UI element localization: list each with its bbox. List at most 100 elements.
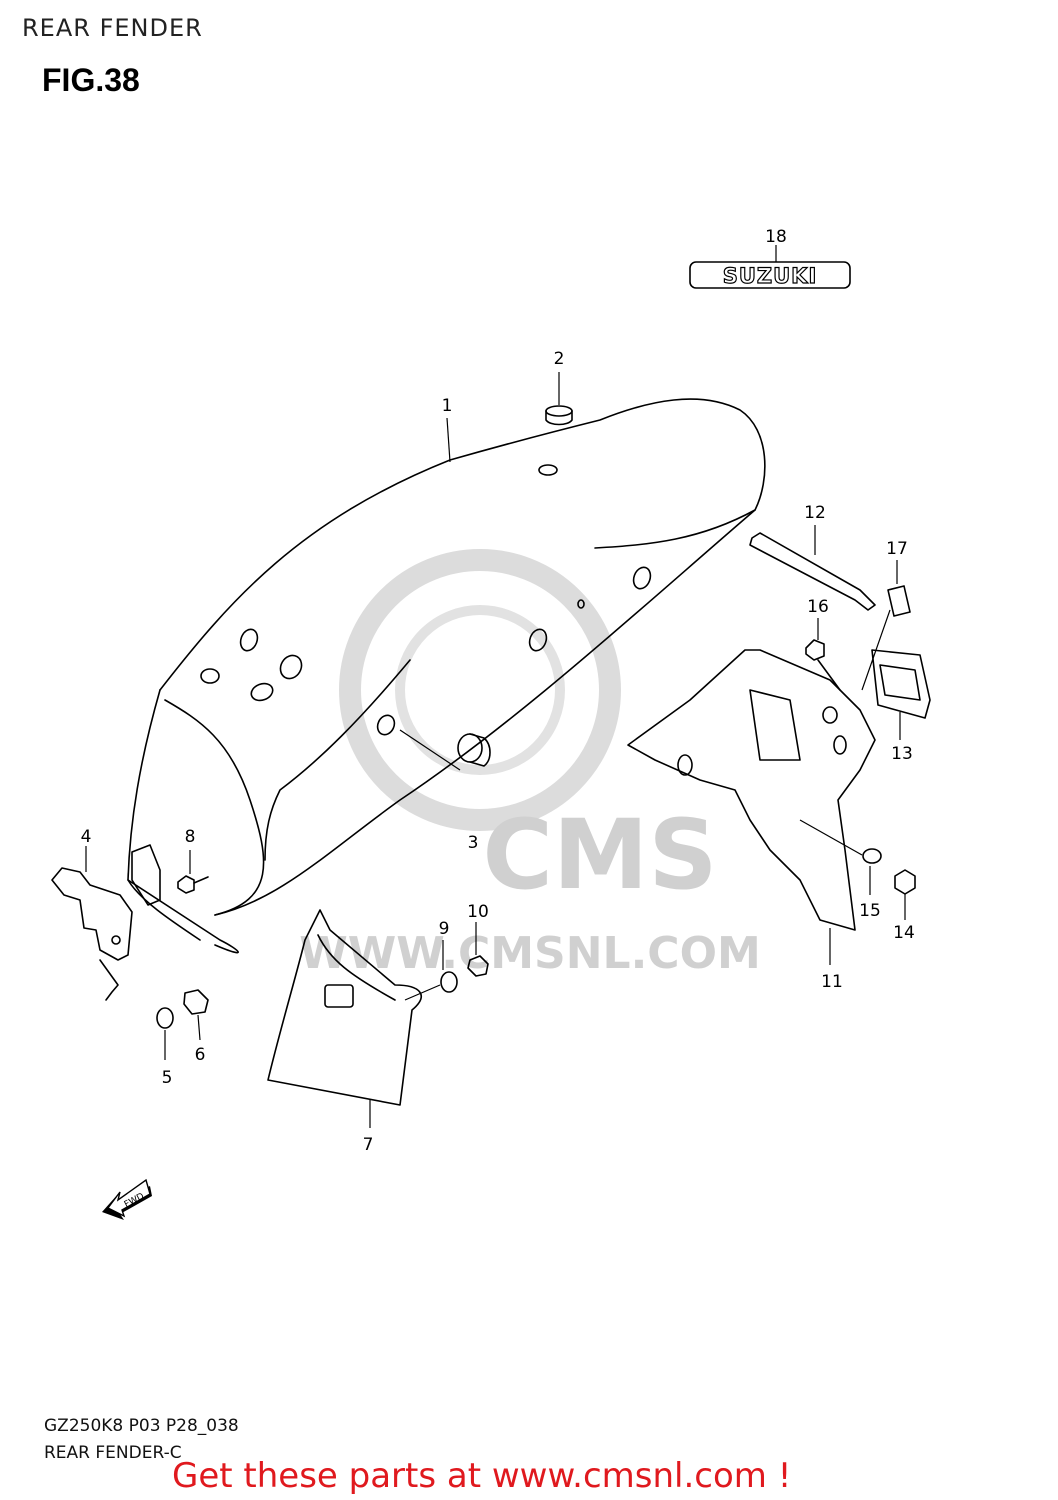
grommet-body [545, 410, 573, 426]
forward-arrow-icon: FWD [102, 1178, 152, 1220]
fender-crease [264, 659, 411, 861]
bolt-shank [193, 876, 209, 884]
cushion-body [469, 733, 491, 767]
nut-part-5 [156, 1007, 174, 1060]
bolt-part-16 [805, 618, 841, 691]
clip-outline [887, 585, 911, 617]
callout-numbers: 1 2 3 4 5 6 7 8 9 10 11 12 13 14 15 16 1… [81, 227, 915, 1155]
fender-hole [528, 628, 548, 652]
bracket-hole [677, 754, 693, 776]
leader-line [799, 819, 863, 856]
callout-9: 9 [439, 919, 450, 939]
tail-bracket-part-11 [627, 649, 876, 965]
fender-hole [376, 714, 396, 736]
mudflap-inner [317, 934, 396, 1001]
cushion-part-3 [399, 729, 491, 771]
nut-part-6 [183, 989, 209, 1041]
fender-lower-lip [127, 879, 201, 941]
emblem-plate [689, 261, 851, 289]
bolt-part-8 [177, 850, 209, 894]
bracket-part-4 [51, 867, 133, 1001]
figure-label: FIG.38 [42, 62, 140, 98]
clip-part-17 [861, 560, 911, 691]
callout-17: 17 [886, 539, 908, 559]
bolt-part-14 [894, 869, 916, 920]
bracket-hole [822, 706, 838, 724]
diagram-code: GZ250K8 P03 P28_038 [44, 1416, 239, 1436]
rear-fender-body [127, 398, 766, 954]
fender-hole [279, 654, 303, 680]
bolt-head [177, 875, 195, 894]
fender-hole [239, 628, 259, 652]
suzuki-emblem: SUZUKI [689, 261, 851, 289]
pad-inner [879, 664, 921, 701]
cushion-face [457, 733, 483, 763]
watermark-url: WWW.CMSNL.COM [299, 928, 761, 979]
arrow-outline [106, 1178, 151, 1218]
callout-4: 4 [81, 827, 92, 847]
fender-hole [632, 566, 652, 590]
bracket-outline [51, 867, 133, 961]
nut-part-15 [799, 819, 882, 895]
nut-face [862, 848, 882, 864]
callout-12: 12 [804, 503, 826, 523]
fender-side-tab [131, 844, 161, 906]
callout-13: 13 [891, 744, 913, 764]
fender-inner-edge [164, 699, 265, 916]
strip-part-12 [749, 525, 876, 611]
callout-18: 18 [765, 227, 787, 247]
nut-body [467, 955, 489, 977]
callout-6: 6 [195, 1045, 206, 1065]
bolt-head [894, 869, 916, 895]
grommet-part-2 [545, 405, 573, 426]
fender-hole [538, 464, 558, 476]
leader-line [197, 1014, 201, 1041]
mudflap-slot [324, 984, 354, 1008]
page-title: REAR FENDER [22, 14, 203, 42]
mudflap-outline [267, 909, 422, 1106]
washer-part-9 [404, 940, 458, 1001]
callout-5: 5 [162, 1068, 173, 1088]
nut-body [183, 989, 209, 1015]
emblem-text: SUZUKI [723, 264, 818, 288]
callout-3: 3 [468, 833, 479, 853]
pad-outline [871, 649, 931, 719]
strip-outline [749, 532, 876, 611]
bracket-bolt [111, 935, 121, 945]
nut-part-10 [467, 922, 489, 977]
fender-hole [250, 682, 274, 702]
bracket-outline [627, 649, 876, 931]
cmsnl-parts-link[interactable]: Get these parts at www.cmsnl.com ! [172, 1456, 792, 1496]
watermark: CMS WWW.CMSNL.COM [299, 549, 761, 979]
bracket-stud [99, 959, 119, 1001]
callout-16: 16 [807, 597, 829, 617]
fender-left-flank [127, 689, 239, 954]
leader-line [861, 609, 891, 691]
pad-part-13 [871, 649, 931, 740]
diagram-subtitle: REAR FENDER-C [44, 1443, 182, 1463]
bracket-window [749, 689, 801, 761]
watermark-brand: CMS [482, 799, 717, 911]
callout-1: 1 [442, 396, 453, 416]
fender-top-outline [159, 398, 766, 691]
callout-15: 15 [859, 901, 881, 921]
bolt-head [805, 639, 825, 661]
leader-line [446, 417, 451, 463]
leader-line [399, 729, 461, 771]
nut-face [156, 1007, 174, 1029]
grommet-top [545, 405, 573, 417]
washer-face [440, 971, 458, 993]
fender-hole [577, 599, 585, 609]
callout-10: 10 [467, 902, 489, 922]
fender-hole [200, 668, 220, 684]
callout-14: 14 [893, 923, 915, 943]
bracket-hole [833, 735, 847, 755]
fender-right-edge [214, 509, 756, 916]
mudflap-part-7 [267, 909, 422, 1128]
callout-2: 2 [554, 349, 565, 369]
callout-7: 7 [363, 1135, 374, 1155]
callout-11: 11 [821, 972, 843, 992]
leader-line [404, 984, 441, 1001]
watermark-ring [339, 549, 621, 831]
